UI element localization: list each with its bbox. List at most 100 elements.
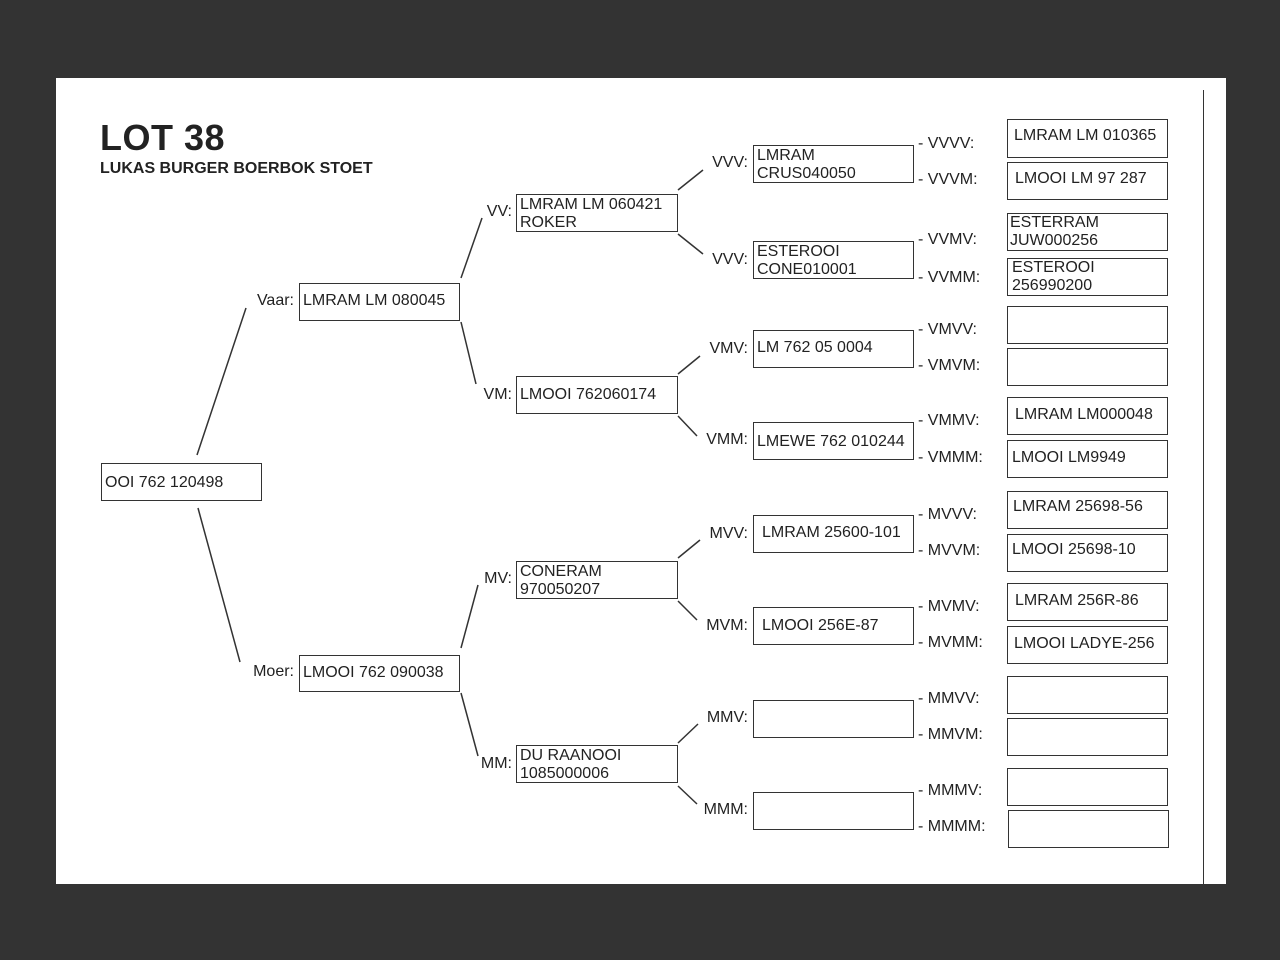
great-grandparent-line1: ESTEROOI xyxy=(757,243,840,260)
great-grandparent-label: MMM: xyxy=(703,801,748,818)
connector-line xyxy=(460,692,479,757)
connector-line xyxy=(197,507,241,663)
ancestor-label: - VMMV: xyxy=(918,412,980,429)
ancestor-box xyxy=(1007,348,1168,386)
ancestor-label: - VMMM: xyxy=(918,449,983,466)
great-grandparent-label: MVM: xyxy=(706,617,748,634)
great-grandparent-box: ESTEROOI CONE010001 xyxy=(753,241,914,279)
ancestor-label: - MMVV: xyxy=(918,690,980,707)
great-grandparent-line2: CONE010001 xyxy=(757,261,857,278)
great-grandparent-box: LMEWE 762 010244 xyxy=(753,422,914,460)
ancestor-line1: LMRAM LM 010365 xyxy=(1014,127,1157,144)
grandparent-label: VM: xyxy=(483,386,512,403)
grandparent-label: VV: xyxy=(486,203,512,220)
connector-line xyxy=(460,321,477,385)
connector-line xyxy=(460,217,483,279)
ancestor-label: - VVMM: xyxy=(918,269,981,286)
ancestor-line1: LMRAM 25698-56 xyxy=(1013,498,1143,515)
subject-name: OOI 762 120498 xyxy=(105,474,224,491)
grandparent-box: LMRAM LM 060421 ROKER xyxy=(516,194,678,232)
ancestor-label: - MMMV: xyxy=(918,782,983,799)
ancestor-label: - VVMV: xyxy=(918,231,977,248)
grandparent-line2: ROKER xyxy=(520,214,577,231)
ancestor-label: - MMVM: xyxy=(918,726,983,743)
ancestor-label: - MVMM: xyxy=(918,634,983,651)
ancestor-line1: LMOOI LM9949 xyxy=(1012,449,1126,466)
grandparent-box: DU RAANOOI 1085000006 xyxy=(516,745,678,783)
connector-line xyxy=(677,723,699,744)
great-grandparent-box xyxy=(753,700,914,738)
ancestor-label: - MVVM: xyxy=(918,542,981,559)
ancestor-label: - MMMM: xyxy=(918,818,986,835)
great-grandparent-label: VMV: xyxy=(709,340,748,357)
grandparent-label: MM: xyxy=(480,755,512,772)
great-grandparent-line2: CRUS040050 xyxy=(757,165,856,182)
grandparent-line1: DU RAANOOI xyxy=(520,747,622,764)
ancestor-box: LMRAM LM000048 xyxy=(1007,397,1168,435)
ancestor-box: LMOOI LADYE-256 xyxy=(1007,626,1168,664)
great-grandparent-line1: LMEWE 762 010244 xyxy=(757,433,905,450)
ancestor-label: - VMVM: xyxy=(918,357,981,374)
sire-label: Vaar: xyxy=(256,292,294,309)
dam-box: LMOOI 762 090038 xyxy=(299,655,460,692)
great-grandparent-box: LMRAM CRUS040050 xyxy=(753,145,914,183)
ancestor-line1: LMOOI LM 97 287 xyxy=(1015,170,1147,187)
dam-name: LMOOI 762 090038 xyxy=(303,664,444,681)
great-grandparent-box: LMRAM 25600-101 xyxy=(753,515,914,553)
connector-line xyxy=(677,415,698,437)
ancestor-line1: ESTEROOI xyxy=(1012,259,1095,276)
grandparent-box: CONERAM 970050207 xyxy=(516,561,678,599)
great-grandparent-label: VMM: xyxy=(706,431,748,448)
ancestor-box: ESTEROOI 256990200 xyxy=(1007,258,1168,296)
great-grandparent-line1: LMRAM xyxy=(757,147,815,164)
connector-line xyxy=(677,539,701,559)
lot-title: LOT 38 xyxy=(100,117,226,158)
connector-line xyxy=(677,785,698,805)
ancestor-label: - VVVV: xyxy=(918,135,975,152)
subject-box: OOI 762 120498 xyxy=(101,463,262,501)
connector-line xyxy=(677,233,704,255)
ancestor-box: LMRAM 256R-86 xyxy=(1007,583,1168,621)
sire-box: LMRAM LM 080045 xyxy=(299,283,460,321)
connector-line xyxy=(196,307,247,456)
ancestor-label: - VVVM: xyxy=(918,171,978,188)
connector-line xyxy=(460,584,479,649)
ancestor-line1: LMRAM 256R-86 xyxy=(1015,592,1139,609)
grandparent-line2: 970050207 xyxy=(520,581,601,598)
ancestor-line2: JUW000256 xyxy=(1010,232,1099,249)
dam-label: Moer: xyxy=(253,663,294,680)
ancestor-line1: ESTERRAM xyxy=(1010,214,1099,231)
ancestor-box xyxy=(1007,718,1168,756)
great-grandparent-box: LM 762 05 0004 xyxy=(753,330,914,368)
ancestor-label: - VMVV: xyxy=(918,321,977,338)
ancestor-box xyxy=(1007,306,1168,344)
grandparent-line1: LMOOI 762060174 xyxy=(520,386,657,403)
ancestor-line1: LMOOI 25698-10 xyxy=(1012,541,1136,558)
connector-line xyxy=(677,355,701,375)
grandparent-line2: 1085000006 xyxy=(520,765,609,782)
great-grandparent-label: MVV: xyxy=(709,525,748,542)
great-grandparent-line1: LMRAM 25600-101 xyxy=(762,524,901,541)
grandparent-label: MV: xyxy=(484,570,512,587)
great-grandparent-line1: LMOOI 256E-87 xyxy=(762,617,879,634)
grandparent-box: LMOOI 762060174 xyxy=(516,376,678,414)
grandparent-line1: CONERAM xyxy=(520,563,602,580)
ancestor-box: ESTERRAM JUW000256 xyxy=(1007,213,1168,251)
sire-name: LMRAM LM 080045 xyxy=(303,292,446,309)
great-grandparent-line1: LM 762 05 0004 xyxy=(757,339,873,356)
ancestor-line2: 256990200 xyxy=(1012,277,1093,294)
great-grandparent-label: MMV: xyxy=(706,709,748,726)
ancestor-label: - MVVV: xyxy=(918,506,977,523)
ancestor-box: LMRAM 25698-56 xyxy=(1007,491,1168,529)
ancestor-box: LMRAM LM 010365 xyxy=(1007,119,1168,158)
margin-rule xyxy=(1203,90,1204,884)
ancestor-line1: LMOOI LADYE-256 xyxy=(1014,635,1155,652)
connector-line xyxy=(677,169,704,191)
great-grandparent-box: LMOOI 256E-87 xyxy=(753,607,914,645)
stud-name: LUKAS BURGER BOERBOK STOET xyxy=(100,160,373,177)
ancestor-box: LMOOI LM9949 xyxy=(1007,440,1168,478)
ancestor-line1: LMRAM LM000048 xyxy=(1015,406,1153,423)
ancestor-label: - MVMV: xyxy=(918,598,980,615)
grandparent-line1: LMRAM LM 060421 xyxy=(520,196,663,213)
